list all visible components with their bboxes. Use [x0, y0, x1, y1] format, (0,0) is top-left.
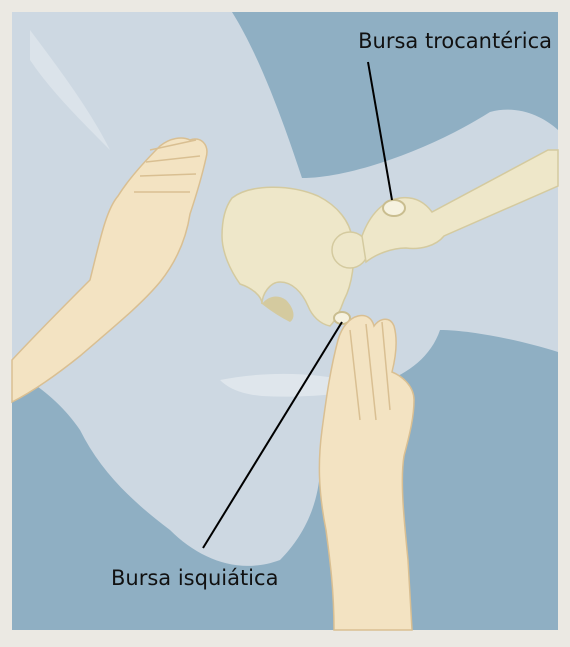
trochanteric-bursa: [383, 200, 405, 216]
trochanteric-bursa-label: Bursa trocantérica: [358, 31, 552, 52]
ischial-bursa-label: Bursa isquiática: [111, 568, 278, 589]
